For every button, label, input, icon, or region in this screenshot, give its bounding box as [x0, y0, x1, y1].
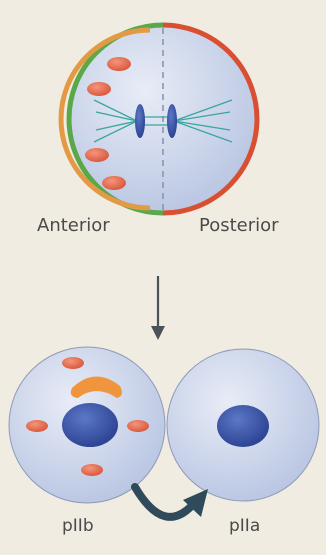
mother-cell	[61, 25, 257, 213]
down-arrow-icon	[151, 276, 165, 340]
vesicle	[107, 57, 131, 71]
vesicle	[81, 464, 103, 476]
label-piib: pIIb	[62, 516, 94, 536]
daughter-cell-piia	[167, 349, 319, 501]
vesicle	[85, 148, 109, 162]
vesicle	[62, 357, 84, 369]
vesicle	[87, 82, 111, 96]
label-posterior: Posterior	[199, 215, 279, 236]
chromosome-set-right	[167, 104, 177, 138]
vesicle	[26, 420, 48, 432]
vesicle	[102, 176, 126, 190]
label-anterior: Anterior	[37, 215, 110, 236]
piia-nucleus	[217, 405, 269, 447]
vesicle	[127, 420, 149, 432]
piib-nucleus	[62, 403, 118, 447]
curved-arrow-icon	[135, 487, 208, 517]
daughter-cell-piib	[9, 347, 165, 503]
label-piia: pIIa	[229, 516, 260, 536]
chromosome-set-left	[135, 104, 145, 138]
